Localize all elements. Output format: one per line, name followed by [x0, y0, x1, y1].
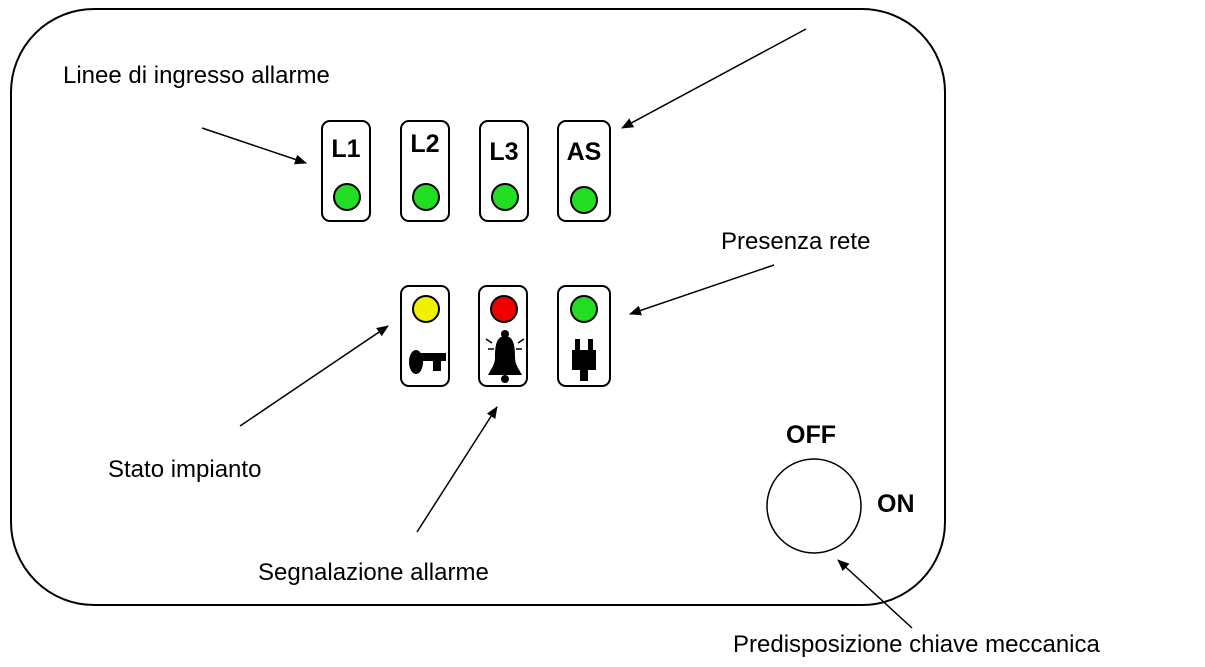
arrow-alarm-signal: [416, 406, 498, 533]
label-mechanical-key: Predisposizione chiave meccanica: [733, 631, 1100, 658]
led-l1: [333, 183, 361, 211]
label-mains-presence: Presenza rete: [721, 228, 871, 255]
control-panel-outline: [10, 8, 946, 606]
indicator-l2-label: L2: [410, 130, 440, 158]
indicator-as: AS: [557, 120, 611, 222]
key-switch-circle: [766, 458, 862, 554]
led-system-status: [412, 295, 440, 323]
indicator-l3: L3: [479, 120, 529, 222]
led-l2: [412, 183, 440, 211]
key-switch-on-label: ON: [877, 490, 915, 518]
key-switch-off-label: OFF: [786, 421, 836, 449]
indicator-alarm-signal: [478, 285, 528, 387]
indicator-l1-label: L1: [331, 135, 361, 163]
arrow-mechanical-key: [837, 559, 913, 629]
led-l3: [491, 183, 519, 211]
indicator-l1: L1: [321, 120, 371, 222]
indicator-system-status: [400, 285, 450, 387]
indicator-as-label: AS: [566, 138, 602, 166]
plug-icon: [572, 339, 596, 381]
indicator-mains-presence: [557, 285, 611, 387]
arrow-mains-presence: [629, 264, 775, 316]
indicator-l2: L2: [400, 120, 450, 222]
arrow-as: [621, 28, 807, 129]
label-alarm-signal: Segnalazione allarme: [258, 559, 489, 586]
led-mains-presence: [570, 295, 598, 323]
key-icon: [409, 350, 446, 374]
indicator-l3-label: L3: [489, 138, 519, 166]
led-alarm-signal: [490, 295, 518, 323]
led-as: [570, 186, 598, 214]
label-system-status: Stato impianto: [108, 456, 262, 483]
arrow-system-status: [239, 325, 389, 427]
bell-icon: [485, 330, 525, 383]
arrow-input-lines: [201, 127, 307, 165]
label-input-lines: Linee di ingresso allarme: [63, 62, 330, 89]
